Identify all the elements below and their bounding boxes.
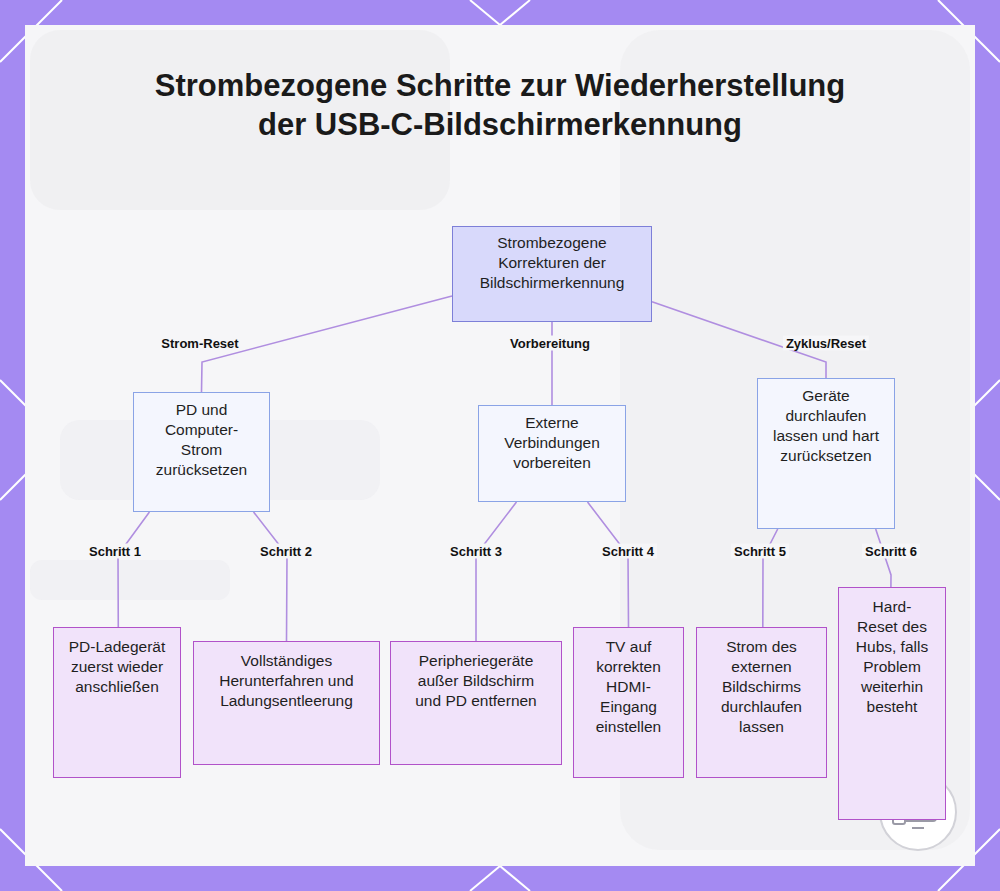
node-text: Vollständiges Herunterfahren und Ladungs…: [208, 651, 365, 711]
tree-connector: [551, 322, 553, 405]
step-box: Vollständiges Herunterfahren und Ladungs…: [193, 641, 380, 765]
node-text: Hard-Reset des Hubs, falls Problem weite…: [853, 597, 931, 717]
node-text: TV auf korrekten HDMI-Eingang einstellen: [588, 637, 669, 737]
step-box: Peripheriegeräte außer Bildschirm und PD…: [390, 641, 562, 765]
node-text: Strombezogene Korrekturen der Bildschirm…: [465, 233, 639, 293]
tree-connector: [254, 512, 287, 641]
edge-label: Schritt 6: [862, 544, 920, 559]
category-box: Geräte durchlaufen lassen und hart zurüc…: [757, 378, 895, 529]
tree-connector: [588, 502, 629, 627]
blurred-backdrop: [30, 30, 970, 850]
edge-label: Schritt 4: [599, 544, 657, 559]
step-box: Hard-Reset des Hubs, falls Problem weite…: [838, 587, 946, 820]
tree-connector: [476, 502, 516, 641]
edge-label: Schritt 3: [447, 544, 505, 559]
step-box: PD-Ladegerät zuerst wieder anschließen: [53, 627, 181, 778]
node-text: Externe Verbindungen vorbereiten: [493, 413, 611, 473]
edge-label: Vorbereitung: [507, 336, 593, 351]
root-box: Strombezogene Korrekturen der Bildschirm…: [452, 226, 652, 322]
category-box: PD und Computer-Strom zurücksetzen: [133, 392, 270, 512]
edge-label: Strom-Reset: [158, 336, 241, 351]
tree-connector: [118, 512, 149, 627]
node-text: PD und Computer-Strom zurücksetzen: [148, 400, 255, 480]
node-text: Strom des externen Bildschirms durchlauf…: [711, 637, 812, 737]
node-text: Peripheriegeräte außer Bildschirm und PD…: [405, 651, 547, 711]
node-text: Geräte durchlaufen lassen und hart zurüc…: [772, 386, 880, 466]
category-box: Externe Verbindungen vorbereiten: [478, 405, 626, 502]
edge-label: Schritt 2: [257, 544, 315, 559]
node-text: PD-Ladegerät zuerst wieder anschließen: [68, 637, 166, 697]
edge-label: Zyklus/Reset: [783, 336, 869, 351]
step-box: TV auf korrekten HDMI-Eingang einstellen: [573, 627, 684, 778]
step-box: Strom des externen Bildschirms durchlauf…: [696, 627, 827, 778]
content-panel: [25, 25, 975, 866]
edge-label: Schritt 5: [731, 544, 789, 559]
diagram-title: Strombezogene Schritte zur Wiederherstel…: [150, 66, 850, 144]
edge-label: Schritt 1: [86, 544, 144, 559]
